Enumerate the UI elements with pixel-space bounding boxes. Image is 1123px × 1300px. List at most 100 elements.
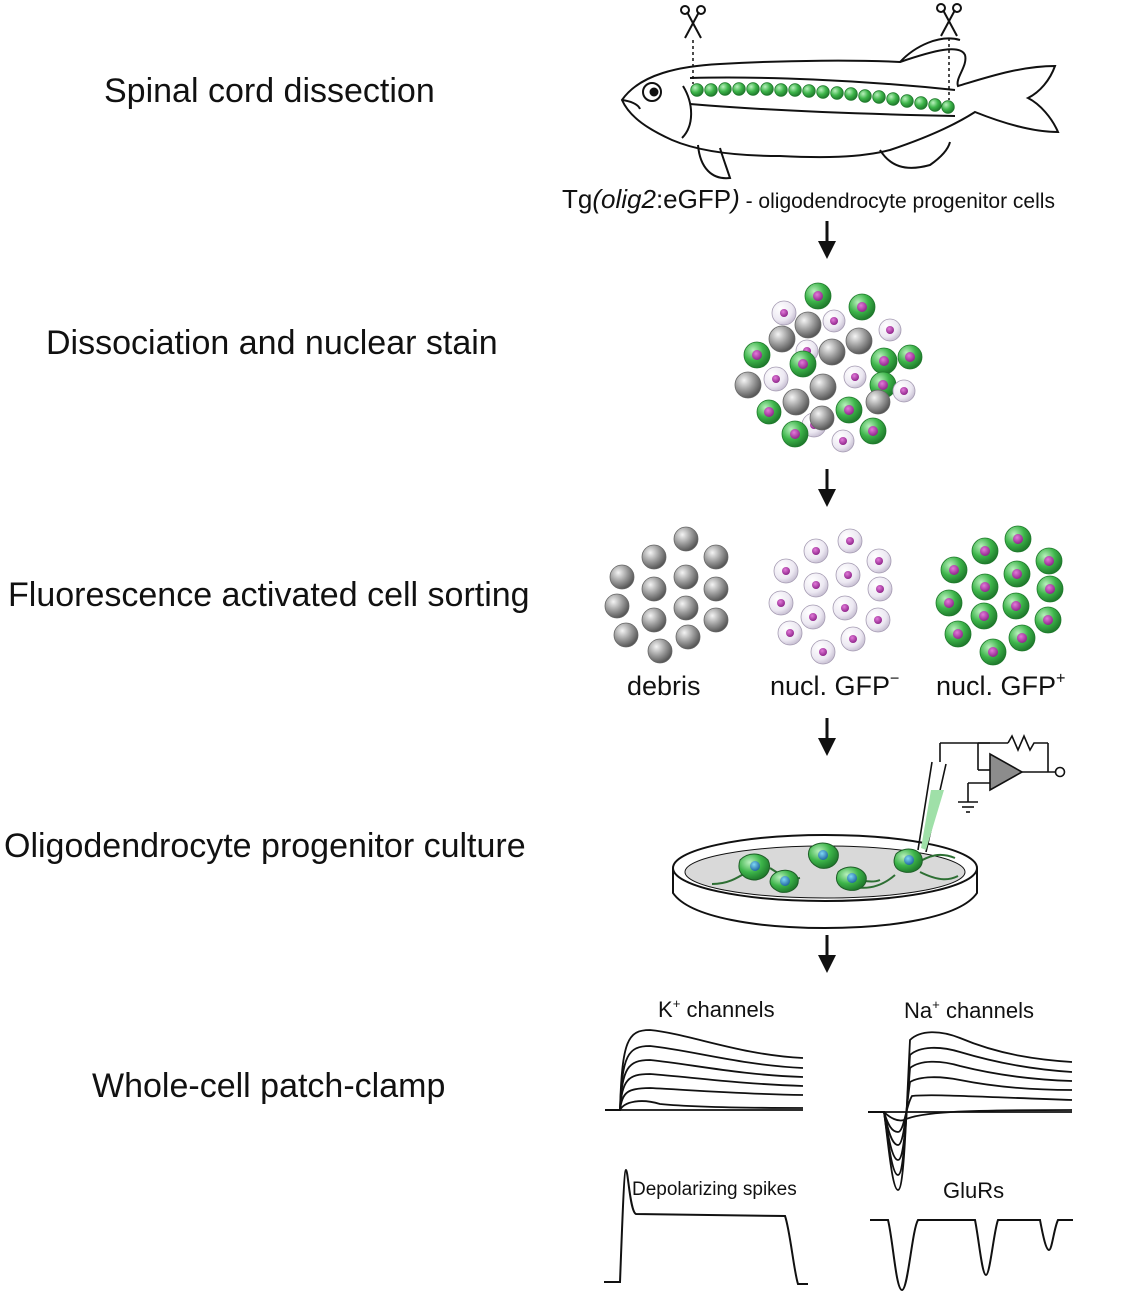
fish-gill [681, 85, 693, 139]
nuclear-stain-cell [777, 620, 803, 646]
step-label-patch-clamp: Whole-cell patch-clamp [92, 1067, 446, 1105]
fish-caption-open-paren: ( [592, 184, 602, 214]
debris-particle [845, 327, 873, 355]
label-k-channels: K+ channels [658, 995, 775, 1021]
gfp-cell [971, 573, 999, 601]
debris-particle [703, 607, 729, 633]
debris-particle [673, 564, 699, 590]
nuclear-stain-cell [840, 626, 866, 652]
fish-cell [760, 82, 774, 96]
fish-spinal-upper [689, 76, 956, 91]
gfp-cell [781, 420, 809, 448]
debris-particle [703, 576, 729, 602]
fish-pectoral-fin [697, 144, 732, 180]
debris-particle [809, 405, 835, 431]
patch-pipette-icon [917, 761, 947, 853]
sort-label-gfp-neg: nucl. GFP− [770, 671, 900, 701]
nuclear-stain-cell [763, 366, 789, 392]
fish-cell [900, 94, 914, 108]
debris-particle [641, 576, 667, 602]
amplifier-triangle [989, 752, 1024, 792]
sorted-gfp-positive-group [935, 525, 1064, 666]
gfp-cell [1003, 560, 1031, 588]
sort-label-gfp-pos-sup: + [1056, 669, 1066, 688]
gfp-cell [1035, 547, 1063, 575]
debris-particle [673, 526, 699, 552]
fish-cell [928, 98, 942, 112]
nuclear-stain-cell [878, 318, 902, 342]
sort-label-gfp-pos: nucl. GFP+ [936, 669, 1066, 700]
nuclear-stain-cell [803, 572, 829, 598]
fish-caption-gene: olig2 [601, 184, 656, 214]
gfp-cell [940, 556, 968, 584]
label-na-sup: + [932, 996, 940, 1012]
debris-particle [782, 388, 810, 416]
debris-particle [794, 311, 822, 339]
label-na-text: Na [904, 998, 933, 1023]
label-k-sup: + [672, 995, 681, 1011]
fish-caption-prefix: Tg [562, 184, 593, 214]
fish-cell [816, 85, 830, 99]
depolarizing-spike-trace [604, 1168, 808, 1285]
gfp-cell [789, 350, 817, 378]
nuclear-stain-cell [768, 590, 794, 616]
debris-particle [609, 564, 635, 590]
step-label-dissociation: Dissociation and nuclear stain [46, 324, 498, 362]
step-label-culture: Oligodendrocyte progenitor culture [4, 827, 526, 865]
debris-particle [768, 325, 796, 353]
step-label-dissection: Spinal cord dissection [104, 72, 435, 110]
fish-cell [746, 82, 760, 96]
debris-particle [865, 389, 891, 415]
nuclear-stain-cell [803, 538, 829, 564]
zebrafish-illustration [620, 37, 1060, 180]
glur-trace [870, 1219, 1073, 1292]
nuclear-stain-cell [837, 528, 863, 554]
fish-cell [732, 82, 746, 96]
fish-spinal-lower [689, 103, 956, 117]
opc-nucleus [750, 861, 760, 871]
nuclear-stain-cell [822, 309, 846, 333]
debris-particle [641, 607, 667, 633]
amplifier-circuit-icon [939, 733, 1066, 813]
gfp-cell [1036, 575, 1064, 603]
fish-caption-reporter: :eGFP [655, 184, 732, 214]
gfp-cell [944, 620, 972, 648]
gfp-cell [859, 417, 887, 445]
fish-body-outline [620, 48, 1060, 159]
nuclear-stain-cell [835, 562, 861, 588]
opc-nucleus [904, 855, 914, 865]
output-terminal [1054, 766, 1066, 778]
nuclear-stain-cell [771, 300, 797, 326]
fish-mouth [621, 99, 641, 110]
opc-nucleus [847, 873, 857, 883]
label-na-suffix: channels [939, 998, 1035, 1023]
sorted-debris-group [604, 526, 729, 664]
fish-cell [774, 83, 788, 97]
nuclear-stain-cell [867, 576, 893, 602]
nuclear-stain-cell [810, 639, 836, 665]
nuclear-stain-cell [865, 607, 891, 633]
fish-caption-close-paren: ) [731, 184, 740, 214]
label-depolarizing-spikes: Depolarizing spikes [632, 1179, 797, 1200]
fish-cell [690, 83, 704, 97]
feedback-resistor [1007, 733, 1048, 753]
scissors-icon-left [680, 5, 706, 39]
gfp-cell [970, 602, 998, 630]
gfp-cell [935, 589, 963, 617]
cut-markers [692, 38, 950, 100]
sorted-gfp-negative-group [768, 528, 893, 665]
debris-particle [675, 624, 701, 650]
gfp-cell [1034, 606, 1062, 634]
fish-cell [844, 87, 858, 101]
debris-particle [673, 595, 699, 621]
opc-nucleus [818, 850, 828, 860]
dissociated-cell-cluster [734, 282, 923, 453]
gfp-cell [743, 341, 771, 369]
fish-cell [830, 86, 844, 100]
sort-label-gfp-neg-text: nucl. GFP [770, 671, 891, 701]
gfp-cell [1002, 592, 1030, 620]
opc-cultured-cells [711, 842, 959, 893]
nuclear-stain-cell [866, 548, 892, 574]
fish-cell [718, 82, 732, 96]
